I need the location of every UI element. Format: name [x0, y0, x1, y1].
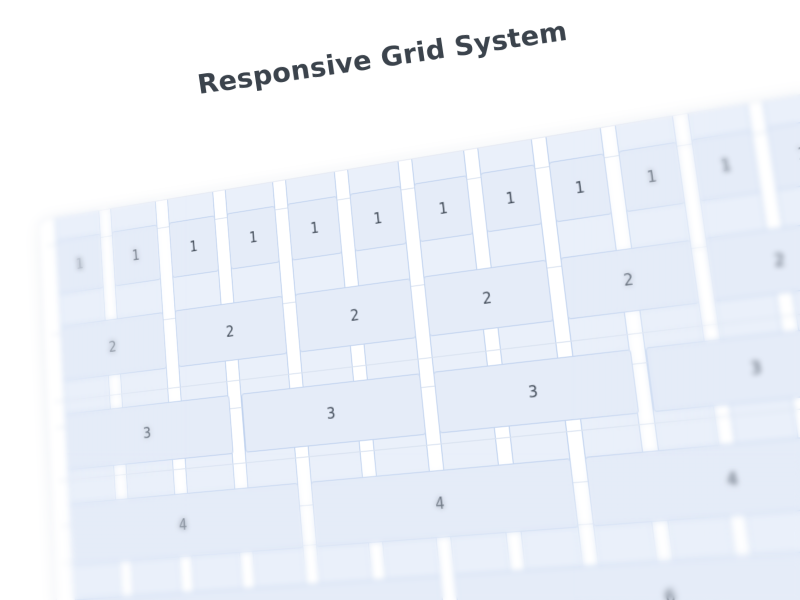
grid-cell-label: 1 [309, 219, 320, 238]
grid-cell-span-4[interactable]: 4 [310, 458, 579, 548]
grid-cell-label: 2 [622, 270, 635, 290]
grid-cell-label: 3 [749, 358, 763, 379]
grid-cell-span-1[interactable]: 1 [111, 224, 161, 287]
grid-cell-label: 1 [795, 144, 800, 164]
grid-cell-label: 1 [437, 199, 449, 218]
grid-cell-span-1[interactable]: 1 [287, 195, 343, 261]
grid-cell-span-1[interactable]: 1 [168, 215, 220, 279]
grid-cell-label: 4 [178, 516, 188, 535]
grid-cell-label: 1 [248, 228, 258, 247]
grid-cell-span-1[interactable]: 1 [227, 205, 281, 270]
grid-cell-label: 3 [142, 424, 152, 443]
grid-cell-label: 1 [574, 178, 586, 198]
grid-cell-span-1[interactable]: 1 [413, 175, 474, 243]
grid-cell-label: 1 [645, 167, 658, 187]
grid-cell-span-1[interactable]: 1 [548, 153, 613, 223]
grid-cell-label: 2 [349, 306, 360, 325]
grid-cell-span-3[interactable]: 3 [644, 322, 800, 413]
grid-rows: 11111111111122222233334446666 [56, 117, 800, 600]
grid-cell-label: 4 [434, 494, 446, 514]
grid-cell-span-2[interactable]: 2 [295, 278, 417, 353]
grid-cell-span-3[interactable]: 3 [240, 373, 427, 453]
grid-cell-label: 2 [108, 338, 118, 356]
grid-cell-label: 1 [189, 238, 199, 256]
grid-cell-span-2[interactable]: 2 [60, 312, 167, 382]
grid-cell-label: 2 [772, 250, 787, 271]
grid-cell-label: 6 [663, 586, 677, 600]
grid-cell-span-4[interactable]: 4 [69, 482, 304, 566]
perspective-scene: 11111111111122222233334446666 [38, 87, 800, 600]
grid-cell-span-1[interactable]: 1 [479, 164, 542, 233]
grid-cell-span-1[interactable]: 1 [349, 185, 407, 252]
grid-cell-span-6[interactable]: 6 [454, 545, 800, 600]
grid-cell-label: 3 [527, 382, 539, 402]
grid-cell-label: 2 [225, 322, 235, 341]
page-title: Responsive Grid System [195, 15, 570, 101]
grid-cell-span-2[interactable]: 2 [423, 259, 554, 337]
column-stripe [687, 103, 800, 600]
grid-cell-label: 1 [131, 247, 141, 265]
grid-cell-span-4[interactable]: 4 [584, 430, 800, 527]
grid-cell-label: 1 [504, 189, 517, 208]
grid-cell-span-1[interactable]: 1 [618, 141, 686, 213]
grid-cell-span-3[interactable]: 3 [433, 349, 639, 434]
grid-cell-label: 1 [719, 155, 733, 176]
grid-cell-span-1[interactable]: 1 [691, 129, 762, 202]
grid-cell-label: 1 [75, 255, 84, 273]
grid-cell-span-2[interactable]: 2 [174, 295, 288, 368]
grid-cell-label: 2 [481, 289, 493, 308]
column-stripe [762, 91, 800, 600]
column-stripe [615, 116, 758, 600]
grid-cell-span-1[interactable]: 1 [56, 233, 104, 295]
left-edge-fade [0, 0, 46, 600]
grid-cell-span-3[interactable]: 3 [65, 395, 234, 471]
grid-cell-label: 1 [372, 209, 384, 228]
grid-cell-span-1[interactable]: 1 [766, 117, 800, 191]
grid-cell-span-2[interactable]: 2 [559, 239, 700, 320]
grid-cell-label: 4 [725, 469, 740, 490]
grid-cell-span-2[interactable]: 2 [705, 218, 800, 302]
grid-card: 11111111111122222233334446666 [38, 87, 800, 600]
grid-row: 1 1 1 1 1 1 1 1 1 1 1 1 [56, 117, 800, 295]
grid-cell-label: 3 [325, 404, 337, 423]
grid-cell-span-6[interactable]: 6 [74, 575, 448, 600]
